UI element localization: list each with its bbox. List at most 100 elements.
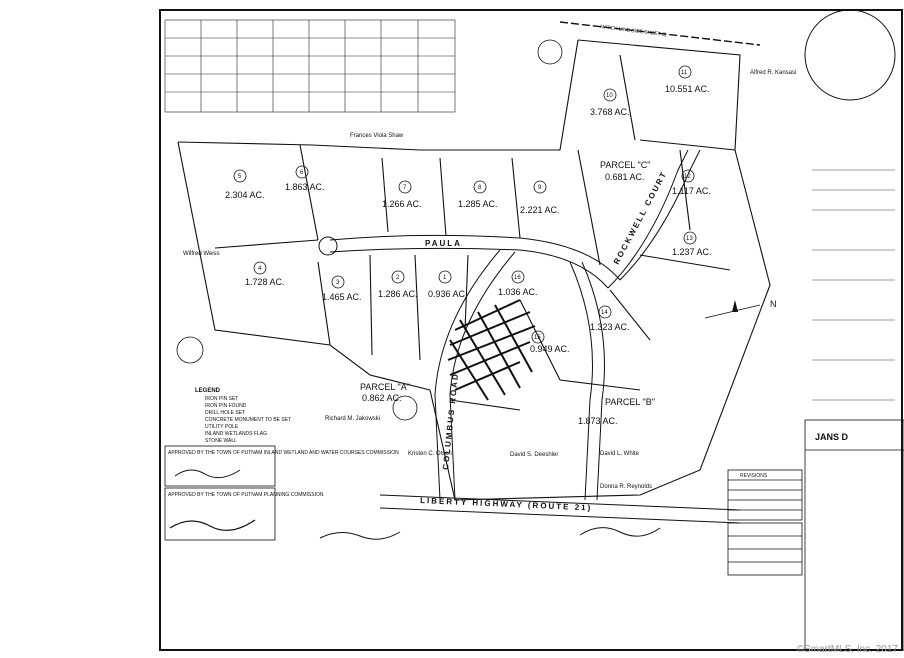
svg-text:12: 12 — [684, 174, 691, 180]
svg-text:16: 16 — [514, 275, 521, 281]
lot-8: 8 1.285 AC. — [458, 180, 498, 209]
parcel-c-name: PARCEL "C" — [600, 160, 650, 170]
legend: LEGEND IRON PIN SET IRON PIN FOUND DRILL… — [195, 388, 291, 444]
svg-text:Alfred R. Kansasi: Alfred R. Kansasi — [750, 70, 796, 76]
svg-text:1.286 AC.: 1.286 AC. — [378, 289, 418, 299]
lot-14: 14 1.323 AC. — [590, 305, 630, 332]
wetlands-hatch — [447, 299, 536, 401]
svg-text:IRON PIN SET: IRON PIN SET — [205, 396, 238, 402]
wetland-approval: APPROVED BY THE TOWN OF PUTNAM INLAND WE… — [168, 450, 399, 456]
svg-text:Wilfred Weiss: Wilfred Weiss — [183, 251, 220, 257]
svg-text:STONE WALL: STONE WALL — [205, 438, 237, 444]
svg-text:4: 4 — [258, 266, 262, 272]
approval-boxes — [164, 445, 276, 541]
svg-text:Frances Viola Shaw: Frances Viola Shaw — [350, 133, 404, 139]
notes-column — [812, 169, 895, 401]
road-label-rockwell-court: ROCKWELL COURT — [612, 169, 669, 266]
revisions-title: REVISIONS — [740, 473, 768, 479]
svg-text:10: 10 — [606, 93, 613, 99]
detail-circle — [392, 395, 418, 421]
svg-text:2.304 AC.: 2.304 AC. — [225, 190, 265, 200]
svg-text:2: 2 — [396, 275, 400, 281]
sheet-border — [159, 9, 903, 651]
bearing-table — [164, 19, 456, 113]
svg-text:0.949 AC.: 0.949 AC. — [530, 344, 570, 354]
lot-7: 7 1.266 AC. — [382, 180, 422, 209]
surveyor-signature — [579, 527, 661, 537]
lot-4: 4 1.728 AC. — [245, 261, 285, 287]
wetland-signature — [319, 531, 401, 540]
smartmls-watermark: ©SmartMLS, Inc. 2017 — [796, 644, 898, 655]
detail-circle — [176, 336, 204, 364]
north-arrow: N — [704, 299, 777, 319]
svg-text:David S. Deeshler: David S. Deeshler — [510, 452, 558, 458]
parcel-labels: PARCEL "A" 0.862 AC. PARCEL "B" 1.873 AC… — [360, 160, 655, 426]
svg-text:0.936 AC.: 0.936 AC. — [428, 289, 468, 299]
planning-approval: APPROVED BY THE TOWN OF PUTNAM PLANNING … — [168, 492, 324, 498]
svg-text:LEGEND: LEGEND — [195, 388, 221, 394]
lot-5: 5 2.304 AC. — [225, 169, 265, 200]
svg-text:5: 5 — [238, 174, 242, 180]
lot-11: 11 10.551 AC. — [665, 65, 710, 94]
abutter-owners: Frances Viola Shaw Wilfred Weiss Alfred … — [183, 70, 796, 490]
svg-text:9: 9 — [538, 185, 542, 191]
lot-12: 12 1.117 AC. — [672, 169, 711, 196]
road-centerlines — [318, 149, 741, 524]
lot-15: 15 0.949 AC. — [530, 330, 570, 354]
road-label-paula: PAULA — [425, 239, 462, 248]
svg-text:1.465 AC.: 1.465 AC. — [322, 292, 362, 302]
svg-text:14: 14 — [601, 310, 608, 316]
svg-text:3.768 AC.: 3.768 AC. — [590, 107, 630, 117]
svg-text:11: 11 — [681, 70, 688, 76]
lot-13: 13 1.237 AC. — [672, 231, 712, 257]
svg-text:1.237 AC.: 1.237 AC. — [672, 247, 712, 257]
lot-2: 2 1.286 AC. — [378, 270, 418, 299]
svg-text:10.551 AC.: 10.551 AC. — [665, 84, 710, 94]
svg-text:DRILL HOLE SET: DRILL HOLE SET — [205, 410, 245, 416]
match-line — [559, 21, 761, 46]
svg-text:David L. White: David L. White — [600, 451, 640, 457]
lot-16: 16 1.036 AC. — [498, 270, 538, 297]
svg-text:N: N — [770, 299, 777, 309]
svg-text:6: 6 — [300, 170, 304, 176]
svg-text:INLAND WETLANDS FLAG: INLAND WETLANDS FLAG — [205, 431, 267, 437]
svg-text:CONCRETE MONUMENT TO BE SET: CONCRETE MONUMENT TO BE SET — [205, 417, 291, 423]
svg-text:13: 13 — [686, 236, 693, 242]
svg-text:1.323 AC.: 1.323 AC. — [590, 322, 630, 332]
svg-text:1.036 AC.: 1.036 AC. — [498, 287, 538, 297]
svg-text:UTILITY POLE: UTILITY POLE — [205, 424, 239, 430]
svg-text:8: 8 — [478, 185, 482, 191]
parcel-a-name: PARCEL "A" — [360, 382, 410, 392]
svg-text:1.728 AC.: 1.728 AC. — [245, 277, 285, 287]
detail-circle — [537, 39, 563, 65]
lot-6: 6 1.863 AC. — [285, 165, 325, 192]
svg-text:15: 15 — [534, 335, 541, 341]
svg-text:IRON PIN FOUND: IRON PIN FOUND — [205, 403, 247, 409]
svg-text:1.266 AC.: 1.266 AC. — [382, 199, 422, 209]
svg-text:Donna R. Reynolds: Donna R. Reynolds — [600, 484, 652, 490]
sheet-title: JANS D — [815, 432, 849, 442]
svg-text:2.221 AC.: 2.221 AC. — [520, 205, 560, 215]
parcel-c-area: 0.681 AC. — [605, 172, 645, 182]
svg-text:7: 7 — [403, 185, 407, 191]
svg-text:Richard M. Jakowski: Richard M. Jakowski — [325, 416, 380, 422]
lot-1: 1 0.936 AC. — [428, 270, 468, 299]
parcel-b-area: 1.873 AC. — [578, 416, 618, 426]
svg-text:Kristen C. Olsen: Kristen C. Olsen — [408, 451, 452, 457]
location-map-circle — [804, 9, 896, 101]
title-block — [727, 419, 904, 651]
match-line-label: MATCH LINE (SEE SHEET 3) — [600, 24, 667, 38]
svg-text:1.863 AC.: 1.863 AC. — [285, 182, 325, 192]
lot-9: 9 2.221 AC. — [520, 180, 560, 215]
svg-text:1.117 AC.: 1.117 AC. — [672, 186, 711, 196]
lot-10: 10 3.768 AC. — [590, 88, 630, 117]
svg-text:1.285 AC.: 1.285 AC. — [458, 199, 498, 209]
svg-text:1: 1 — [443, 275, 447, 281]
property-boundaries — [177, 39, 771, 501]
svg-text:3: 3 — [336, 280, 340, 286]
parcel-a-area: 0.862 AC. — [362, 393, 402, 403]
lot-labels: 1 0.936 AC. 2 1.286 AC. 3 1.465 AC. 4 1.728 … — [225, 65, 712, 354]
lot-3: 3 1.465 AC. — [322, 275, 362, 302]
